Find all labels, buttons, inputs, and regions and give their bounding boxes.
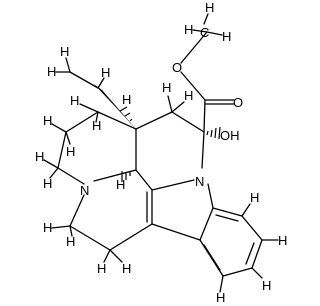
bond-h-stub-19 [241,203,251,217]
hydrogen-label: H [35,149,44,164]
bond-ethyl-ch2-ch3 [69,71,99,89]
bond-h-stub-7 [79,103,99,113]
hydrogen-label: H [278,233,287,248]
bond-c13-c9 [199,239,224,277]
bond-layer [43,13,279,293]
bond-methyl-ester-oxygen [180,31,208,64]
bond-n-c21 [93,169,137,182]
bond-h-stub-22 [219,275,224,293]
hatch-quaternary-hydroxyl [206,126,221,140]
bond-ring-b-c [57,131,67,169]
hydrogen-label: H [43,220,52,235]
atom-label-ester-oxygen: O [172,60,182,75]
bond-indole-n-c8 [207,183,214,209]
hydrogen-label: H [216,290,225,305]
bond-h-stub-13 [43,159,59,169]
hydrogen-label: H [47,64,56,79]
hydrogen-label: H [60,44,69,59]
bond-h-stub-16 [69,225,73,237]
bond-quaternary-indole-n [201,131,205,169]
bond-h-stub-2 [192,29,208,33]
hydrogen-label: H [70,93,79,108]
hydrogen-label: H [205,0,214,15]
bond-quaternary-methylene [171,111,205,133]
bond-c8-c9 [199,207,214,241]
bond-ring-a-b [65,111,99,133]
hydrogen-label: H [97,261,106,276]
wedge-c20-ethyl [94,84,136,129]
bond-h-stub-21 [251,267,263,279]
bond-h-stub-8 [95,111,99,123]
hydrogen-label: H [66,234,75,249]
bond-aromatic-inner-c [203,244,221,271]
hydrogen-label: H [222,29,231,44]
hydrogen-label: H [43,176,52,191]
hydrogen-label: H [66,144,75,159]
bond-c20-ring-a [97,111,137,130]
bond-c2-indole-n [151,179,195,191]
bond-ester-oxygen-carbonyl [180,71,206,101]
bond-h-stub-12 [65,131,71,145]
bond-c8-c10 [212,207,243,217]
bond-h-stub-10 [171,101,185,113]
bond-aromatic-inner-b [245,242,255,265]
bond-h-stub-9 [167,95,173,113]
atom-label-carbonyl-oxygen: O [233,95,243,110]
hydrogen-label: H [116,177,125,192]
hydrogen-label: H [262,278,271,293]
molecular-structure-diagram: C O O OH N N H H H H H H H H H H H H H H… [35,0,287,305]
bond-c12-c13 [222,267,253,277]
bond-h-stub-11 [51,123,67,133]
hydrogen-label: H [101,65,110,80]
hydrogen-label: H [92,118,101,133]
bond-c10-c11 [241,215,263,241]
bond-h-stub-18 [109,249,123,263]
bond-h-stub-6 [97,77,105,89]
bond-methylene-c20 [135,111,173,130]
bond-h-stub-14 [49,167,59,179]
hydrogen-label: H [122,261,131,276]
hatch-c21-hydrogen [121,171,131,182]
bond-ring-c-n [57,167,85,185]
atom-label-methyl-carbon: C [200,25,209,40]
atom-label-hydroxyl: OH [220,128,240,143]
bond-c21-c2 [135,169,153,191]
bond-aromatic-inner-a [215,214,239,222]
atom-label-indole-nitrogen: N [195,174,204,189]
bond-ch2-c7 [109,223,153,251]
bond-n-ch2 [69,194,85,227]
atom-label-layer: C O O OH N N [80,25,243,198]
bond-c7-c9 [151,223,201,241]
hatch-c20-hydrogen [119,106,133,122]
bond-h-stub-3 [206,31,223,36]
hydrogen-label: H [43,113,52,128]
bond-ch2-ch2 [69,225,111,251]
hydrogen-label: H [250,190,259,205]
bond-h-stub-4 [65,57,71,73]
hydrogen-label: H [184,22,193,37]
atom-label-amine-nitrogen: N [80,183,89,198]
bond-c11-c12 [251,239,263,269]
bond-h-stub-15 [51,225,71,229]
hydrogen-label-layer: H H H H H H H H H H H H H H H H H H H H … [35,0,287,305]
bond-carbonyl-quaternary [203,99,206,133]
bond-h-stub-17 [103,249,111,263]
bond-h-stub-1 [203,13,209,25]
hydrogen-label: H [184,88,193,103]
hydrogen-label: H [122,92,131,107]
hydrogen-label: H [162,80,171,95]
